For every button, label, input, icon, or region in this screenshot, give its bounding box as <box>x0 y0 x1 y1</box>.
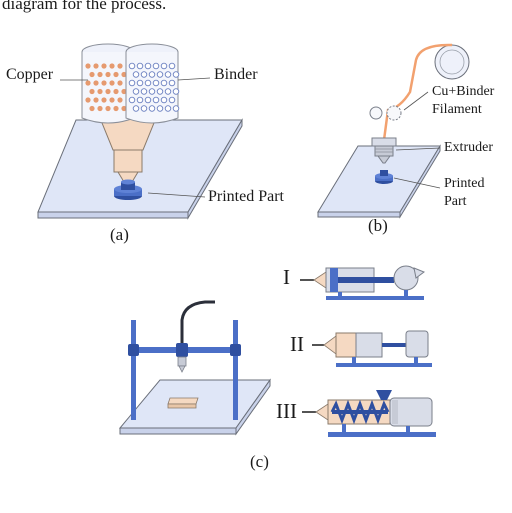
binder-particle <box>144 62 152 70</box>
binder-particle <box>140 71 148 78</box>
binder-particle <box>156 105 164 112</box>
binder-particle <box>140 105 148 112</box>
copper-particle <box>101 97 107 103</box>
copper-particle <box>109 63 115 69</box>
label-binder: Binder <box>214 66 258 83</box>
binder-particle <box>148 88 156 95</box>
copper-particle <box>113 71 119 78</box>
copper-particle <box>105 88 111 95</box>
copper-particle <box>97 88 103 95</box>
binder-particle <box>128 62 136 70</box>
panel-a-graphic <box>37 43 243 220</box>
caption-b: (b) <box>368 216 388 235</box>
binder-particle <box>164 88 172 95</box>
copper-particle <box>105 71 111 78</box>
binder-particle <box>140 88 148 95</box>
binder-particle <box>164 105 172 112</box>
binder-particle <box>152 96 160 104</box>
caption-c: (c) <box>250 452 269 471</box>
copper-particle <box>101 63 107 69</box>
binder-particle <box>168 96 176 104</box>
copper-particle <box>121 88 127 95</box>
label-variant-i: I <box>283 265 290 289</box>
copper-particle <box>97 105 103 112</box>
binder-particle <box>144 79 152 87</box>
binder-particle <box>172 105 180 112</box>
copper-particle <box>121 71 127 78</box>
copper-particle <box>89 71 95 78</box>
binder-particle <box>136 96 144 104</box>
binder-particle <box>160 96 168 104</box>
variant-i-graphic <box>300 265 426 300</box>
header-text: diagram for the process. <box>2 0 167 13</box>
filament-spool <box>434 44 470 80</box>
copper-particle <box>101 80 107 86</box>
label-filament-line1: Cu+Binder <box>432 84 495 99</box>
binder-particle <box>152 62 160 70</box>
copper-particle <box>117 80 123 86</box>
copper-particle <box>93 63 99 69</box>
extruder-b <box>371 137 397 164</box>
binder-particle <box>148 71 156 78</box>
binder-hopper <box>125 43 180 124</box>
panel-b-graphic <box>317 43 470 219</box>
binder-particle <box>148 105 156 112</box>
binder-particle <box>172 88 180 95</box>
copper-particle <box>113 105 119 112</box>
copper-particle <box>85 80 91 86</box>
copper-particle <box>85 63 91 69</box>
printed-part-a <box>114 179 142 200</box>
binder-particle <box>132 105 140 112</box>
binder-particle <box>160 79 168 87</box>
copper-particle <box>89 105 95 112</box>
copper-particle <box>93 97 99 103</box>
label-filament-line2: Filament <box>432 102 482 117</box>
caption-a: (a) <box>110 225 129 244</box>
binder-particle <box>156 88 164 95</box>
label-extruder: Extruder <box>444 140 493 155</box>
label-variant-ii: II <box>290 332 304 356</box>
label-copper: Copper <box>6 66 54 83</box>
binder-particle <box>136 79 144 87</box>
copper-particle <box>113 88 119 95</box>
binder-particle <box>128 79 136 87</box>
binder-particle <box>160 62 168 70</box>
printed-part-b <box>375 170 393 184</box>
feed-gears <box>369 105 402 121</box>
binder-particle <box>156 71 164 78</box>
panel-c-printer <box>118 300 271 436</box>
binder-particle <box>132 71 140 78</box>
binder-particle <box>144 96 152 104</box>
copper-particle <box>117 63 123 69</box>
copper-particle <box>89 88 95 95</box>
copper-particle <box>97 71 103 78</box>
label-printed-part-a: Printed Part <box>208 188 284 205</box>
binder-particle <box>152 79 160 87</box>
binder-particle <box>132 88 140 95</box>
label-printed-line1: Printed <box>444 176 485 191</box>
label-printed-line2: Part <box>444 194 467 209</box>
binder-particle <box>164 71 172 78</box>
variant-iii-graphic <box>302 390 436 437</box>
copper-particle <box>93 80 99 86</box>
binder-particle <box>172 71 180 78</box>
binder-particle <box>128 96 136 104</box>
copper-particle <box>121 105 127 112</box>
variant-ii-graphic <box>312 330 432 367</box>
copper-particle <box>117 97 123 103</box>
binder-particle <box>168 62 176 70</box>
binder-particle <box>136 62 144 70</box>
label-variant-iii: III <box>276 399 297 423</box>
copper-particle <box>85 97 91 103</box>
copper-particle <box>109 97 115 103</box>
copper-particle <box>109 80 115 86</box>
binder-particle <box>168 79 176 87</box>
copper-particle <box>105 105 111 112</box>
